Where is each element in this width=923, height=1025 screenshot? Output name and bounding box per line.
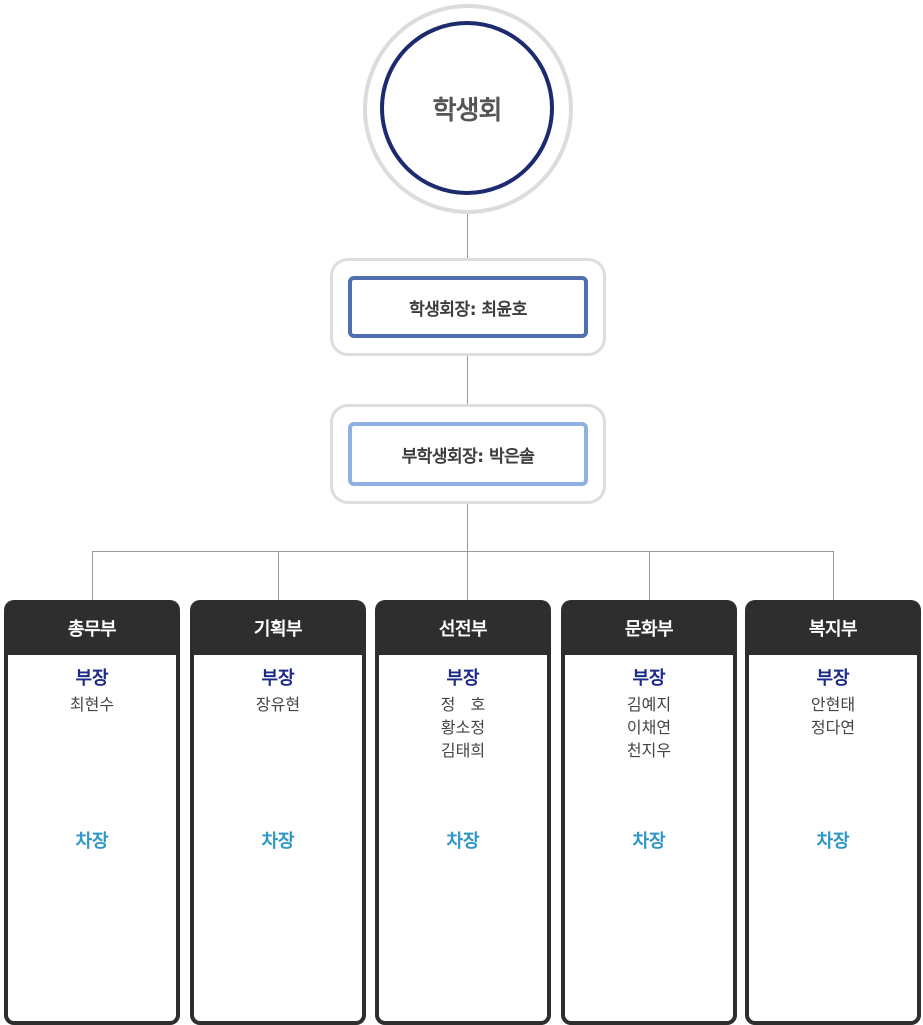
dept-body: 부장 장유현 차장	[194, 655, 362, 1021]
dept-card-welfare: 복지부 부장 안현태 정다연 차장	[745, 600, 921, 1025]
dept-card-general-affairs: 총무부 부장 최현수 차장	[4, 600, 180, 1025]
vice-president-label: 부학생회장: 박은솔	[401, 446, 535, 467]
deputy-label: 차장	[75, 831, 109, 852]
connector-dept-5	[833, 551, 834, 600]
head-label: 부장	[632, 668, 666, 689]
member-name: 이채연	[626, 718, 672, 737]
member-name: 장유현	[255, 695, 301, 714]
vice-president-node: 부학생회장: 박은솔	[330, 404, 606, 504]
dept-card-planning: 기획부 부장 장유현 차장	[190, 600, 366, 1025]
member-name: 김예지	[626, 695, 672, 714]
president-box: 학생회장: 최윤호	[348, 276, 588, 338]
member-list: 김예지 이채연 천지우	[565, 693, 733, 762]
dept-name: 선전부	[438, 618, 488, 640]
root-label: 학생회	[432, 95, 503, 126]
member-name: 김태희	[440, 741, 486, 760]
connector-branch-bar	[92, 551, 833, 552]
deputy-label: 차장	[816, 831, 850, 852]
dept-body: 부장 최현수 차장	[8, 655, 176, 1021]
member-name: 정다연	[810, 718, 856, 737]
head-label: 부장	[75, 668, 109, 689]
connector-dept-1	[92, 551, 93, 600]
president-label: 학생회장: 최윤호	[409, 299, 527, 320]
member-name: 천지우	[626, 741, 672, 760]
connector-dept-4	[649, 551, 650, 600]
dept-name: 복지부	[808, 618, 858, 640]
connector-president-vice	[467, 356, 468, 404]
deputy-label: 차장	[261, 831, 295, 852]
dept-body: 부장 안현태 정다연 차장	[749, 655, 917, 1021]
connector-root-president	[467, 214, 468, 258]
member-name: 최현수	[69, 695, 115, 714]
dept-card-publicity: 선전부 부장 정 호 황소정 김태희 차장	[375, 600, 551, 1025]
deputy-label: 차장	[446, 831, 480, 852]
president-node: 학생회장: 최윤호	[330, 258, 606, 356]
connector-dept-2	[278, 551, 279, 600]
head-label: 부장	[446, 668, 480, 689]
member-name: 황소정	[440, 718, 486, 737]
member-list: 최현수	[8, 693, 176, 716]
dept-body: 부장 정 호 황소정 김태희 차장	[379, 655, 547, 1021]
root-node: 학생회	[380, 21, 554, 195]
vice-president-box: 부학생회장: 박은솔	[348, 422, 588, 486]
member-list: 장유현	[194, 693, 362, 716]
dept-name: 문화부	[624, 618, 674, 640]
dept-body: 부장 김예지 이채연 천지우 차장	[565, 655, 733, 1021]
dept-name: 총무부	[67, 618, 117, 640]
connector-vice-branch	[467, 504, 468, 600]
member-name: 안현태	[810, 695, 856, 714]
dept-name: 기획부	[253, 618, 303, 640]
member-list: 정 호 황소정 김태희	[379, 693, 547, 762]
dept-card-culture: 문화부 부장 김예지 이채연 천지우 차장	[561, 600, 737, 1025]
deputy-label: 차장	[632, 831, 666, 852]
member-list: 안현태 정다연	[749, 693, 917, 739]
head-label: 부장	[816, 668, 850, 689]
member-name: 정 호	[440, 695, 486, 714]
head-label: 부장	[261, 668, 295, 689]
